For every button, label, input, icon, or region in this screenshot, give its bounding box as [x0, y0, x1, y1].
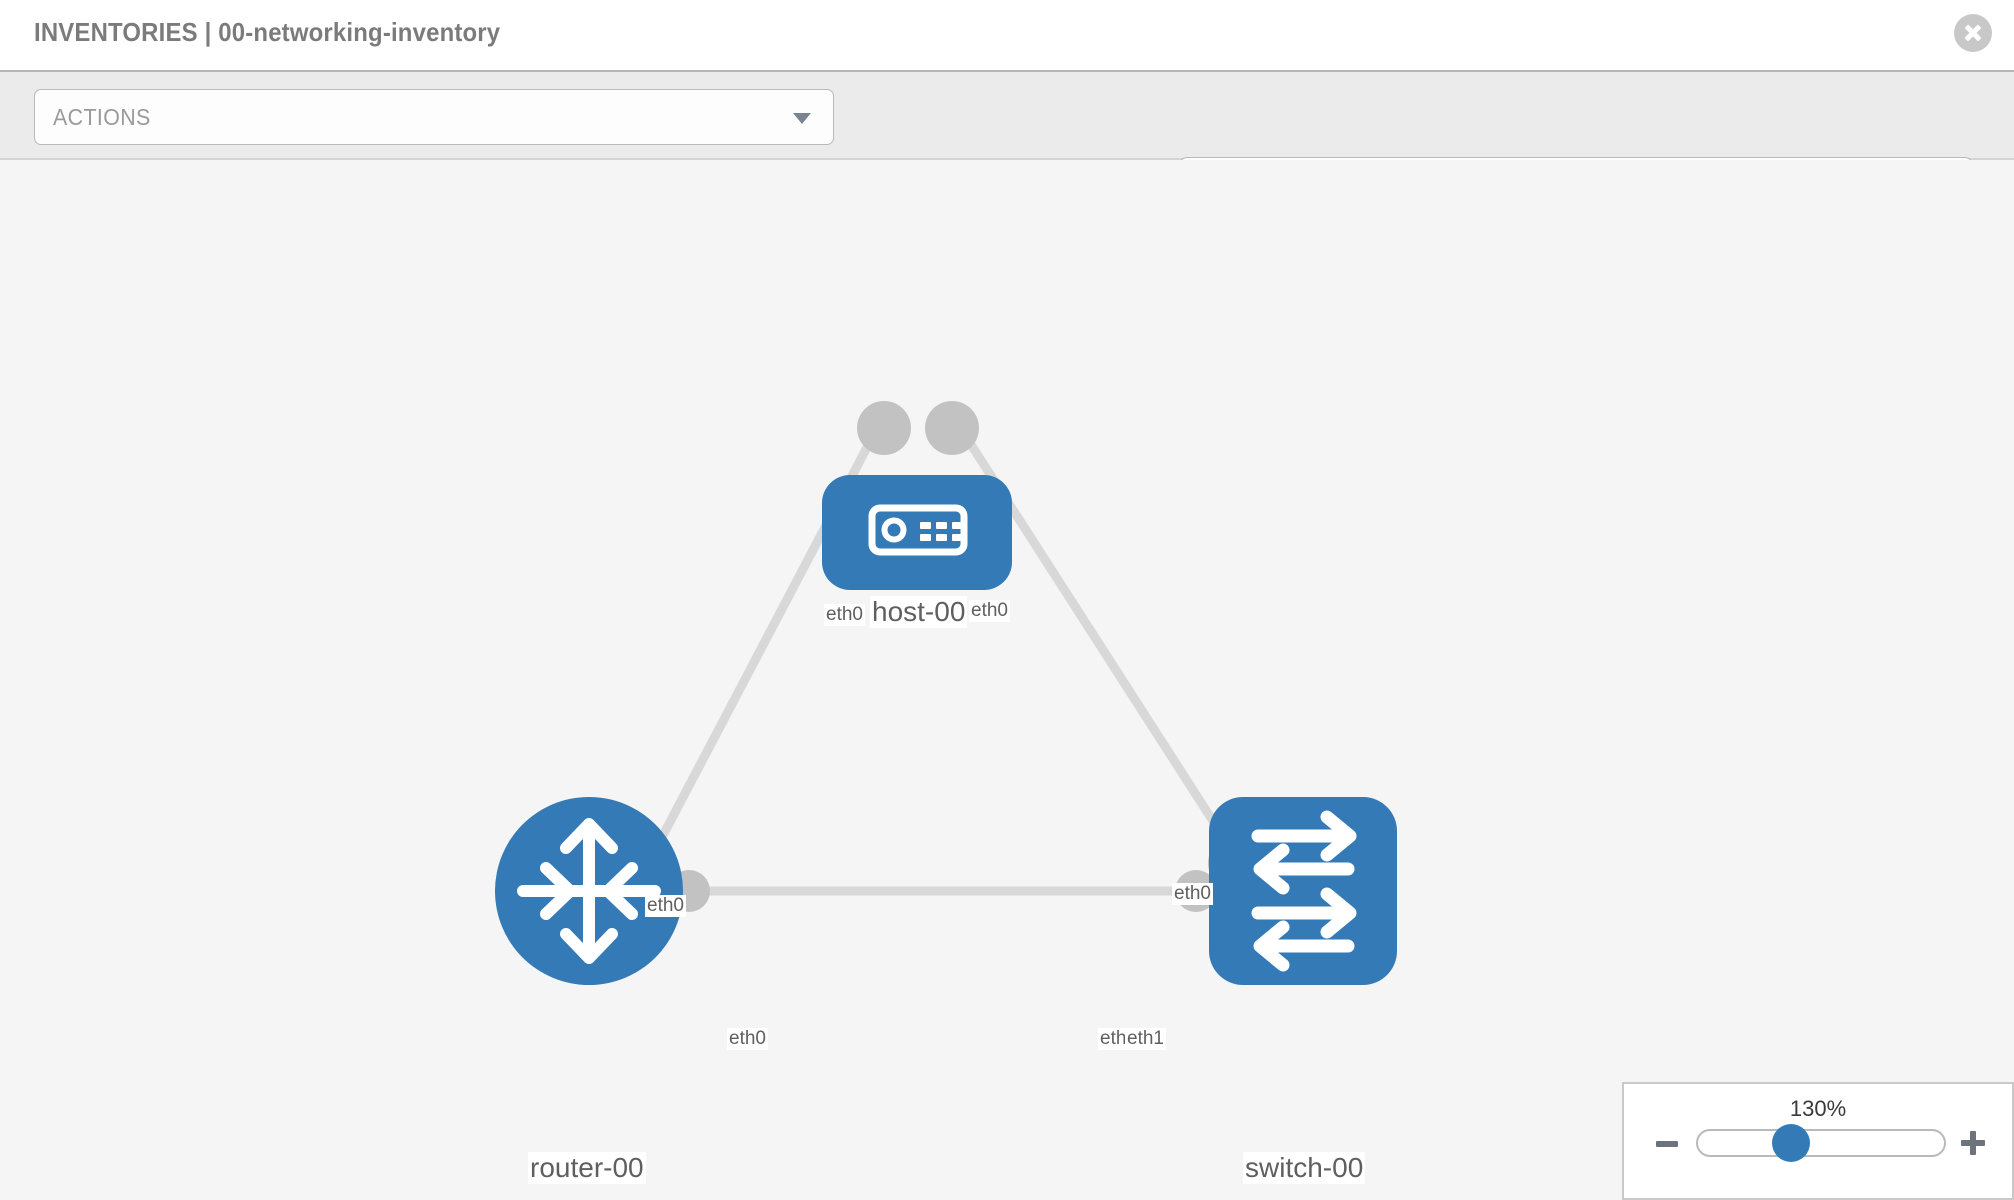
node-switch-00-shape	[1209, 797, 1397, 985]
actions-dropdown[interactable]: ACTIONS	[34, 89, 834, 145]
page-title: INVENTORIES | 00-networking-inventory	[34, 17, 501, 47]
switch-arrows-icon	[1251, 810, 1357, 972]
zoom-in-stroke-v	[1970, 1131, 1976, 1155]
node-label-switch-00[interactable]: switch-00	[1243, 1152, 1366, 1184]
zoom-level-value: 130%	[1789, 1096, 1847, 1121]
actions-dropdown-label: ACTIONS	[53, 104, 151, 130]
server-icon-dots	[920, 522, 963, 541]
node-label-host-00[interactable]: host-00	[870, 596, 968, 628]
interface-label-router00-up: eth0	[645, 895, 686, 917]
router-arrows-icon	[517, 818, 661, 964]
server-icon	[868, 504, 968, 556]
node-host-00-shape	[822, 475, 1012, 590]
zoom-in-button[interactable]	[1960, 1130, 1986, 1156]
close-icon[interactable]	[1954, 14, 1992, 52]
zoom-slider[interactable]	[1696, 1129, 1946, 1157]
interface-label-switch00-up: eth0	[1172, 883, 1213, 905]
toolbar: ACTIONS SEARCH	[0, 70, 2014, 213]
zoom-out-button[interactable]	[1656, 1141, 1678, 1147]
interface-label-host00-left: eth0	[824, 604, 865, 626]
node-host-00	[822, 475, 1012, 590]
interface-label-host00-right: eth0	[969, 600, 1010, 622]
interface-circle-host00-left	[857, 401, 911, 455]
zoom-slider-thumb[interactable]	[1772, 1124, 1810, 1162]
node-switch-00	[1209, 797, 1397, 985]
interface-label-router00-right: eth0	[727, 1028, 768, 1050]
zoom-control-panel: 130%	[1622, 1082, 2014, 1200]
chevron-down-icon	[793, 113, 811, 124]
page-header: INVENTORIES | 00-networking-inventory	[0, 0, 2014, 70]
interface-label-switch00-left-eth1: eth1	[1125, 1028, 1166, 1050]
topology-graph	[495, 401, 1397, 985]
interface-circle-host00-right	[925, 401, 979, 455]
topology-canvas[interactable]: host-00 router-00 switch-00 eth0 eth0 et…	[0, 160, 2014, 1200]
node-router-00	[495, 797, 683, 985]
node-label-router-00[interactable]: router-00	[528, 1152, 646, 1184]
